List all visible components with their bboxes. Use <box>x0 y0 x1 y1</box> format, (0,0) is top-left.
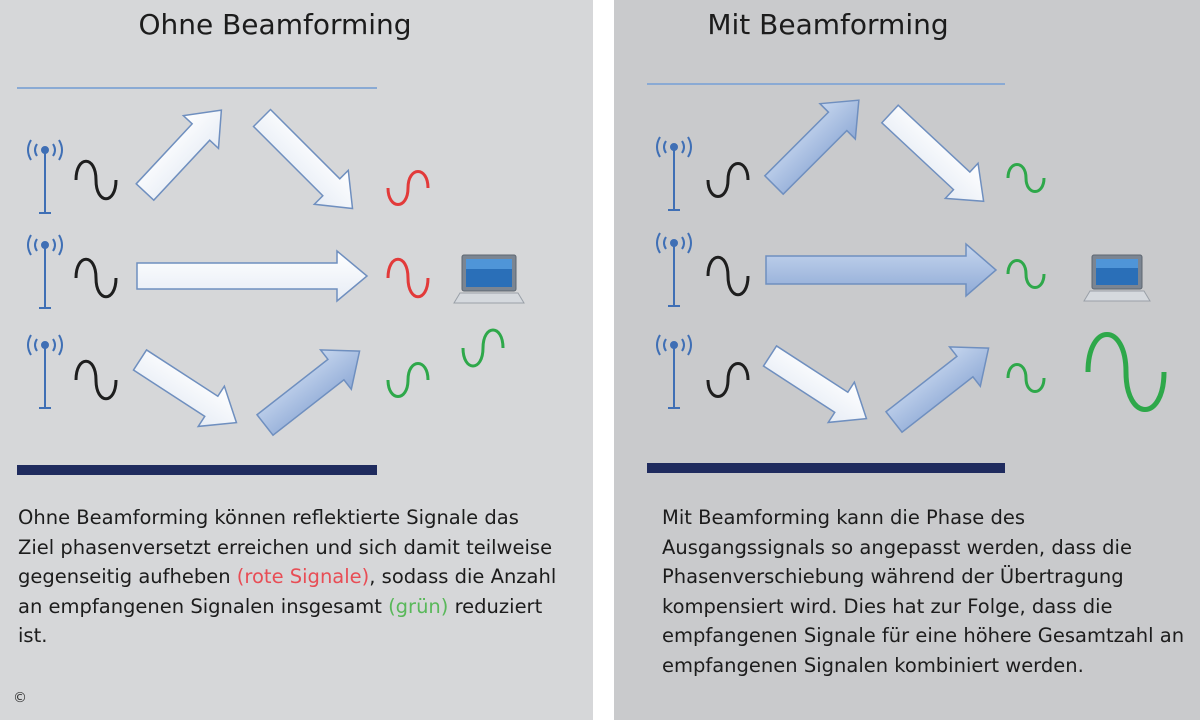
laptop-icon <box>453 254 525 304</box>
antenna-icon <box>656 136 692 211</box>
description-part: reduziert ist. <box>18 594 543 648</box>
arrow-down-right <box>252 108 354 210</box>
signal-wave-red <box>386 257 430 299</box>
signal-wave-black <box>74 257 118 299</box>
signal-wave-green <box>1006 259 1046 289</box>
arrow-up-right <box>255 349 361 437</box>
arrow-straight <box>136 249 369 303</box>
signal-wave-black <box>74 159 118 201</box>
laptop-icon <box>1083 254 1151 302</box>
reflector-bottom <box>17 465 377 475</box>
signal-wave-black <box>74 359 118 401</box>
description-text: Ohne Beamforming können reflektierte Sig… <box>18 503 558 651</box>
antenna-icon <box>27 139 63 214</box>
description-red-highlight: (rote Signale) <box>236 565 370 588</box>
signal-wave-green-combined <box>461 328 505 368</box>
antenna-icon <box>27 234 63 309</box>
description-green-highlight: (grün) <box>388 594 449 618</box>
arrow-straight <box>765 242 998 298</box>
signal-wave-black <box>706 162 750 198</box>
arrow-up-right <box>763 99 860 196</box>
signal-wave-red <box>386 170 430 206</box>
panel-ohne-beamforming: Ohne Beamforming Ohne Beamforming können… <box>0 0 593 720</box>
arrow-down-right <box>762 344 868 424</box>
description-text: Mit Beamforming kann die Phase des Ausga… <box>662 506 1185 677</box>
arrow-down-right <box>132 348 238 428</box>
diagram-mit-beamforming <box>647 83 1167 473</box>
signal-wave-green <box>1006 363 1046 393</box>
antenna-icon <box>656 232 692 307</box>
copyright-mark: © <box>13 690 27 706</box>
signal-wave-black <box>706 362 750 398</box>
signal-wave-black <box>706 255 750 297</box>
description-part: , sodass die Anzahl an empfangenen Signa… <box>18 565 557 618</box>
arrow-up-right <box>884 346 990 434</box>
panel-title: Ohne Beamforming <box>138 8 412 41</box>
arrow-up-right <box>135 109 223 202</box>
reflector-bottom <box>647 463 1005 473</box>
description-part: Ohne Beamforming können reflektierte Sig… <box>18 506 553 588</box>
diagram-ohne-beamforming <box>17 87 525 475</box>
antenna-icon <box>27 334 63 409</box>
signal-wave-green <box>1006 163 1046 193</box>
arrow-down-right <box>880 104 985 203</box>
signal-wave-green <box>386 362 430 398</box>
signal-wave-green-combined <box>1085 332 1167 412</box>
panel-mit-beamforming: Mit Beamforming Mit Beamforming kann die… <box>614 0 1200 720</box>
antenna-icon <box>656 334 692 409</box>
panel-title: Mit Beamforming <box>707 8 949 41</box>
